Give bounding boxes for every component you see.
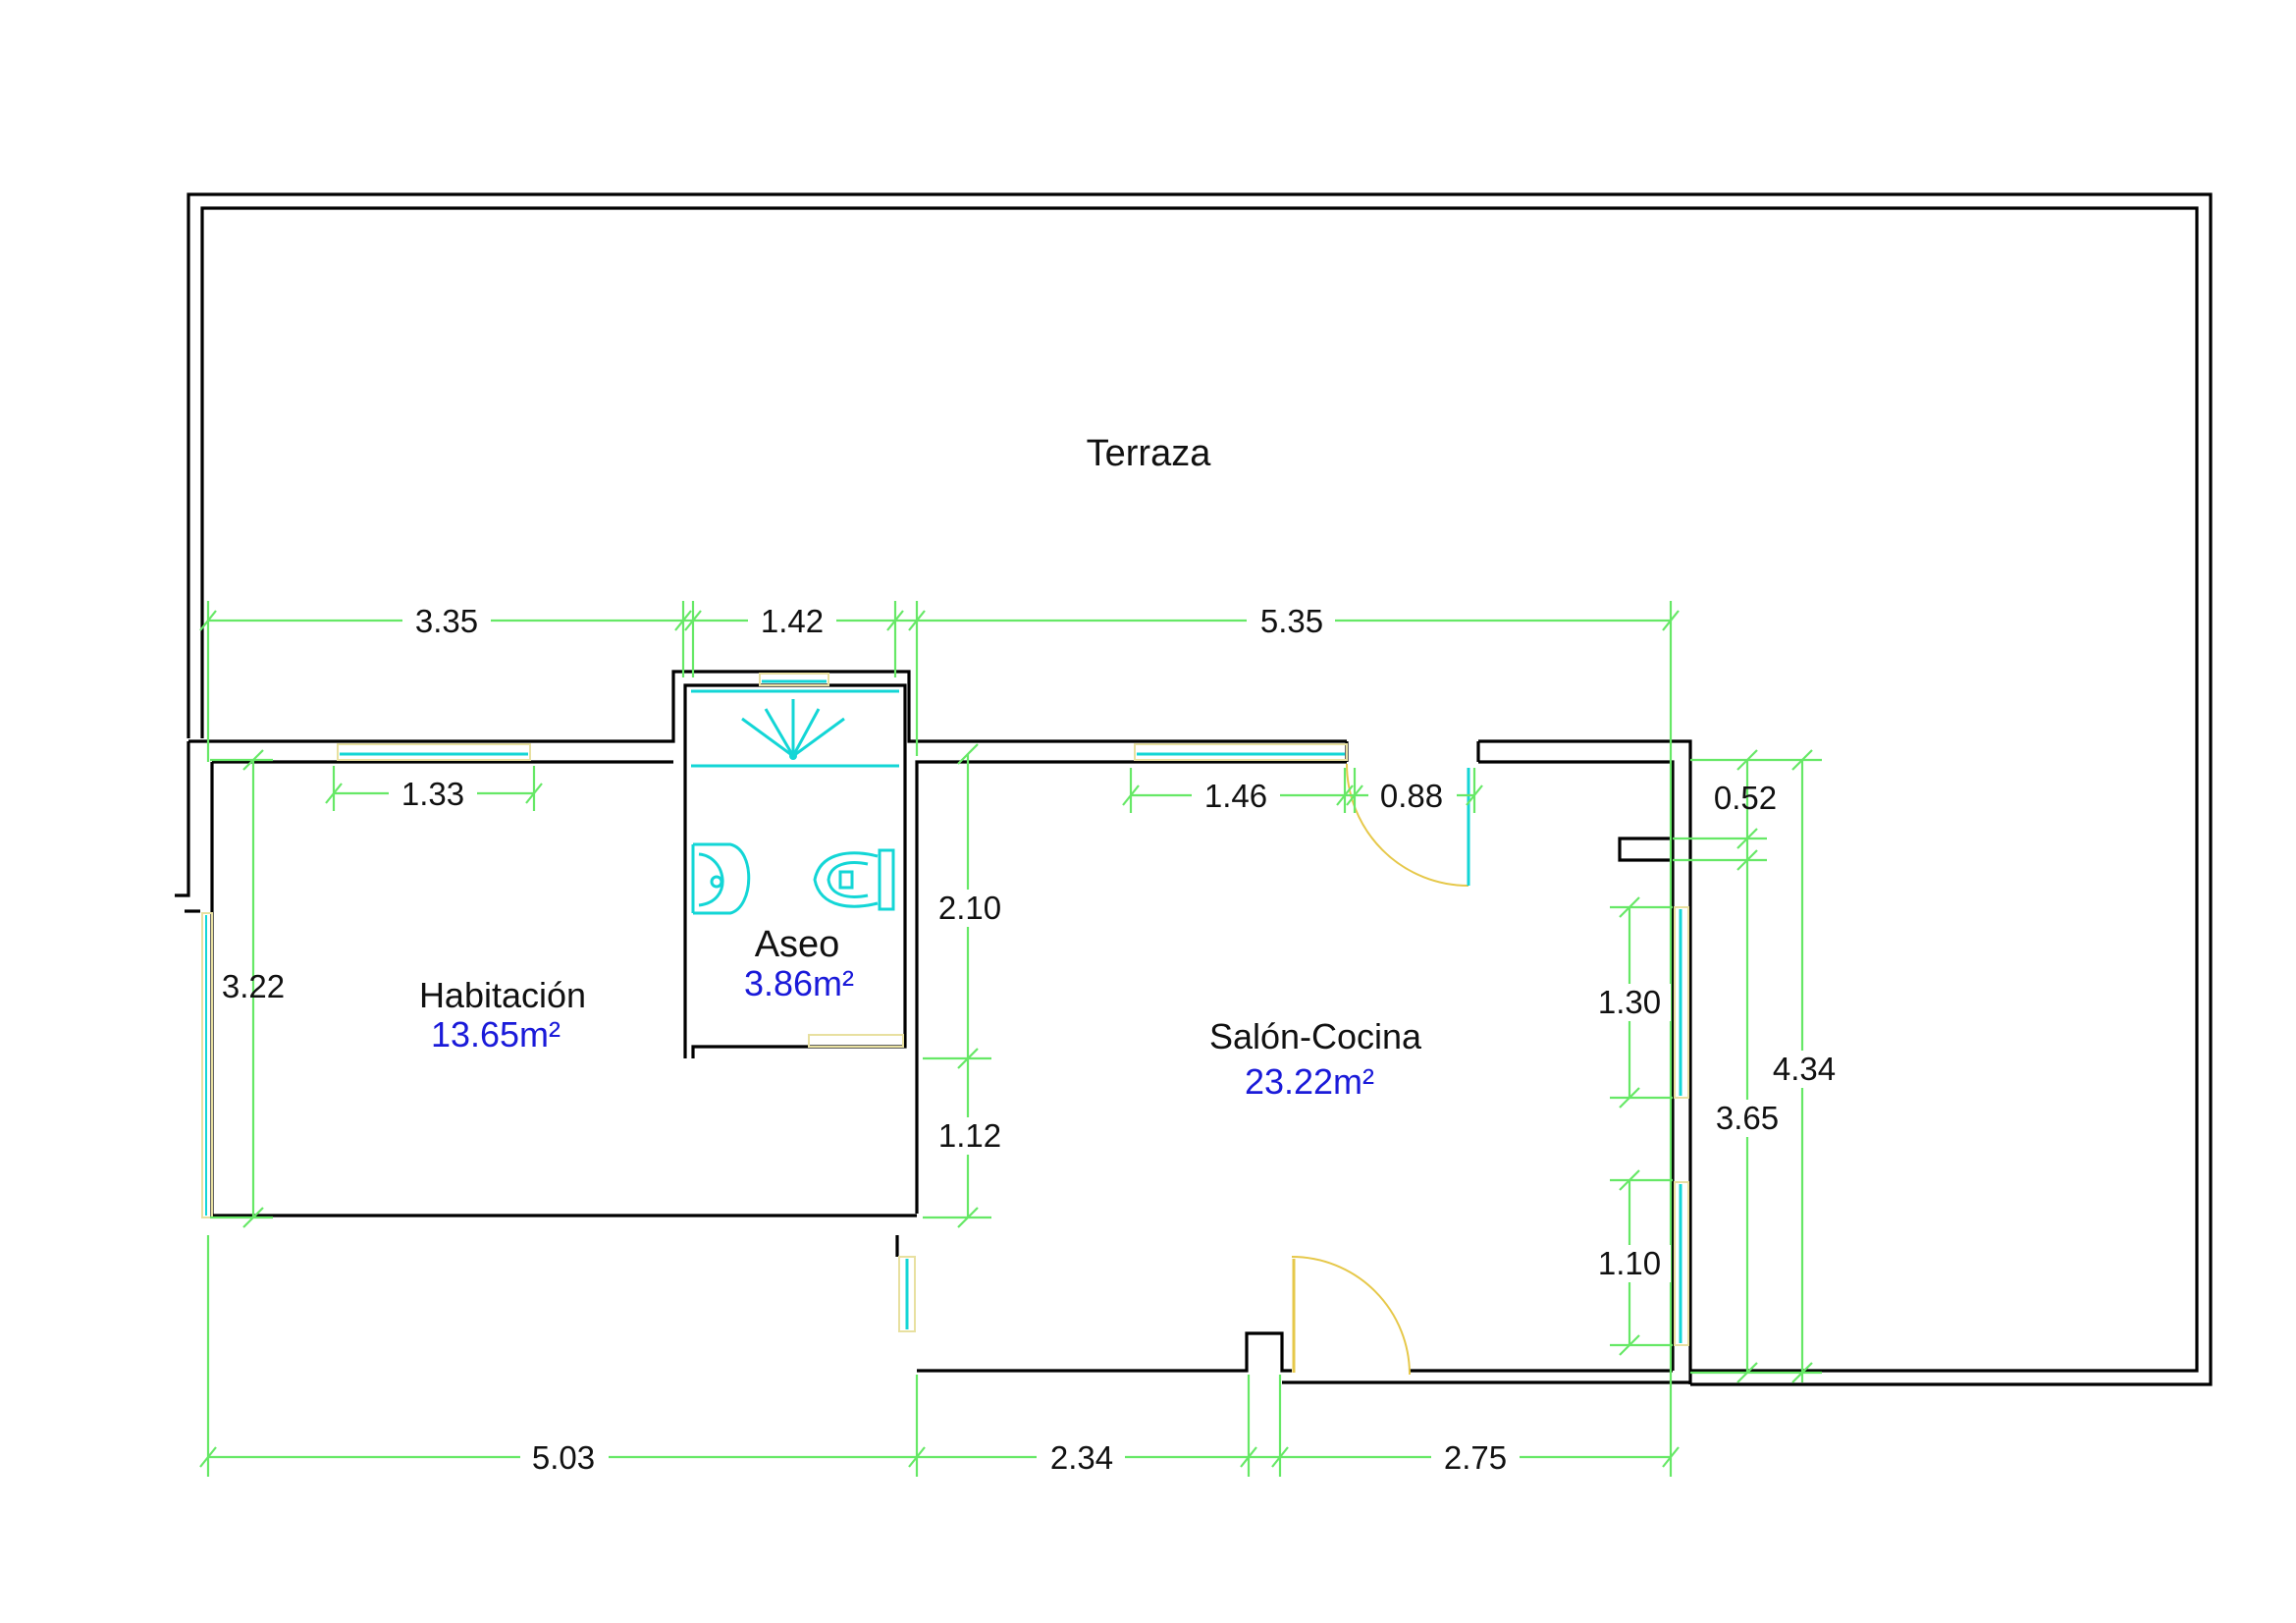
room-name-aseo: Aseo bbox=[755, 924, 840, 965]
dim-right-inner: 3.65 bbox=[1716, 1100, 1779, 1136]
terrace-outer-wall bbox=[187, 192, 2213, 1386]
bathroom-fixtures bbox=[691, 689, 899, 915]
dim-bottom-habitacion: 5.03 bbox=[532, 1439, 595, 1476]
window-aseo bbox=[759, 673, 829, 686]
dimension-labels: 3.35 1.42 5.35 1.33 1.46 0.88 0.52 3.22 … bbox=[222, 601, 1845, 1477]
dim-bottom-right: 2.75 bbox=[1444, 1439, 1507, 1476]
dim-salon-lower: 1.12 bbox=[938, 1117, 1001, 1154]
room-name-terraza: Terraza bbox=[1087, 433, 1212, 474]
dim-top-habitacion: 3.35 bbox=[415, 603, 478, 639]
front-wall-outer bbox=[188, 670, 1347, 743]
room-name-salon: Salón-Cocina bbox=[1209, 1016, 1422, 1056]
dim-top-salon: 5.35 bbox=[1260, 603, 1323, 639]
windows bbox=[201, 673, 1689, 1346]
room-name-habitacion: Habitación bbox=[419, 975, 586, 1015]
terrace-inner-wall bbox=[200, 206, 2199, 1373]
aseo-walls bbox=[683, 683, 907, 1058]
niche bbox=[1618, 837, 1673, 862]
door-salon-bottom bbox=[1291, 1256, 1411, 1376]
dim-door-salon: 0.88 bbox=[1380, 778, 1443, 814]
room-area-salon: 23.22m² bbox=[1245, 1061, 1374, 1102]
window-salon-right-lower bbox=[1674, 1181, 1689, 1346]
dim-bottom-left: 2.34 bbox=[1050, 1439, 1113, 1476]
salon-wall-inner-right bbox=[1478, 760, 1675, 1371]
room-area-habitacion: 13.65m² bbox=[431, 1014, 561, 1055]
salon-wall-inner bbox=[915, 760, 1347, 1214]
habitacion-bottom-wall-outer bbox=[175, 741, 190, 897]
dim-window-right-upper: 1.30 bbox=[1598, 984, 1661, 1020]
toilet-icon bbox=[813, 848, 895, 911]
front-wall-outer-right bbox=[1478, 739, 1692, 1384]
aseo-door-frame bbox=[808, 1034, 904, 1048]
salon-bottom-wall bbox=[917, 1331, 1292, 1373]
window-habitacion bbox=[337, 743, 531, 761]
window-habitacion-balcony bbox=[201, 912, 213, 1218]
dim-top-aseo: 1.42 bbox=[761, 603, 824, 639]
dim-right-total: 4.34 bbox=[1773, 1051, 1836, 1087]
room-area-aseo: 3.86m² bbox=[744, 963, 854, 1003]
dim-window-habitacion: 1.33 bbox=[401, 776, 464, 812]
window-salon-top bbox=[1134, 743, 1348, 761]
room-labels: Terraza Habitación 13.65m² Aseo 3.86m² S… bbox=[419, 433, 1422, 1102]
dim-habitacion-height: 3.22 bbox=[222, 968, 285, 1004]
dim-right-small: 0.52 bbox=[1714, 780, 1777, 816]
shower-icon bbox=[691, 689, 899, 768]
walls bbox=[175, 192, 2213, 1386]
window-salon-right-upper bbox=[1674, 906, 1689, 1099]
doors bbox=[1291, 763, 1470, 1376]
dim-window-salon: 1.46 bbox=[1204, 778, 1267, 814]
sink-icon bbox=[691, 842, 751, 915]
window-salon-left bbox=[898, 1256, 916, 1332]
dim-window-right-lower: 1.10 bbox=[1598, 1245, 1661, 1281]
dim-salon-upper: 2.10 bbox=[938, 890, 1001, 926]
